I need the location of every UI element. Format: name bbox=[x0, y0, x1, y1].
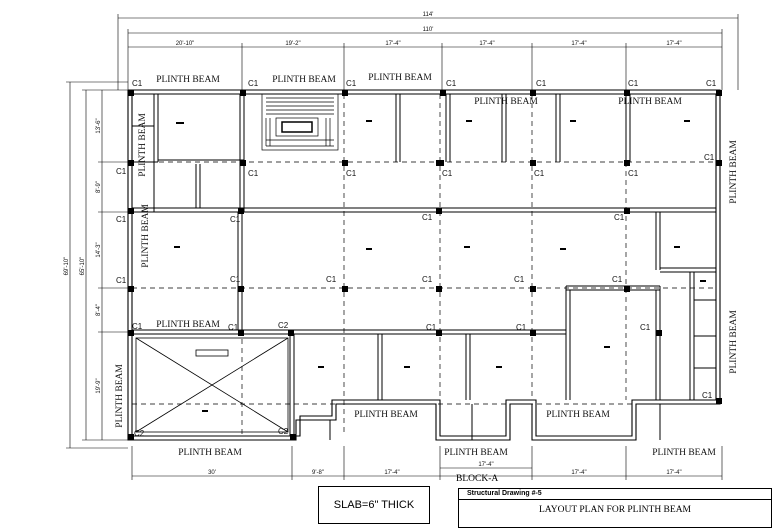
column-label: C1 bbox=[612, 275, 623, 284]
dim-left-bay-3: 14'-3" bbox=[96, 242, 102, 257]
dim-top-bay-5: 17'-4" bbox=[571, 41, 586, 47]
column-label: C1 bbox=[702, 391, 713, 400]
column-label: C1 bbox=[446, 79, 457, 88]
dim-inner-left: 65'-10" bbox=[80, 257, 86, 276]
dim-bottom-3: 17'-4" bbox=[384, 470, 399, 476]
column-label: C1 bbox=[326, 275, 337, 284]
slab-note-box: SLAB=6" THICK bbox=[318, 486, 430, 524]
plinth-beams bbox=[132, 94, 716, 440]
beam-label: PLINTH BEAM bbox=[652, 448, 716, 458]
dim-left-bay-5: 19'-9" bbox=[96, 378, 102, 393]
dim-top-bay-1: 20'-10" bbox=[176, 41, 195, 47]
beam-label: PLINTH BEAM bbox=[178, 448, 242, 458]
title-main: LAYOUT PLAN FOR PLINTH BEAM bbox=[538, 505, 691, 515]
beam-label: PLINTH BEAM bbox=[138, 113, 148, 177]
slab-marks bbox=[174, 120, 706, 412]
title-divider bbox=[459, 499, 771, 500]
beam-label: PLINTH BEAM bbox=[729, 310, 739, 374]
column-label: C1 bbox=[230, 275, 241, 284]
column-label: C1 bbox=[346, 169, 357, 178]
column-label: C1 bbox=[132, 322, 143, 331]
column-label: C1 bbox=[514, 275, 525, 284]
slab-note: SLAB=6" THICK bbox=[333, 499, 415, 511]
column-label: C2 bbox=[278, 321, 289, 330]
block-label-wrap: BLOCK-A bbox=[456, 474, 498, 484]
column-label: C1 bbox=[422, 275, 433, 284]
column-label: C1 bbox=[116, 167, 127, 176]
column-label: C1 bbox=[116, 215, 127, 224]
dim-overall-top: 114' bbox=[423, 12, 434, 18]
title-subtitle: Structural Drawing #-5 bbox=[467, 490, 542, 497]
beam-label: PLINTH BEAM bbox=[444, 448, 508, 458]
column-label: C1 bbox=[628, 79, 639, 88]
column-label: C1 bbox=[248, 79, 259, 88]
column-label: C2 bbox=[278, 427, 289, 436]
column-label: C1 bbox=[614, 213, 625, 222]
column-label: C1 bbox=[230, 215, 241, 224]
dim-left-bay-4: 8'-4" bbox=[96, 304, 102, 316]
left-dimension-lines bbox=[66, 81, 128, 449]
column-label: C1 bbox=[706, 79, 717, 88]
dim-top-bay-4: 17'-4" bbox=[479, 41, 494, 47]
beam-label: PLINTH BEAM bbox=[141, 204, 151, 268]
block-label: BLOCK-A bbox=[456, 474, 499, 484]
column-label: C1 bbox=[132, 79, 143, 88]
column-label: C1 bbox=[536, 79, 547, 88]
column-label: C1 bbox=[426, 323, 437, 332]
column-label: C1 bbox=[228, 323, 239, 332]
dim-bottom-6: 17'-4" bbox=[666, 470, 681, 476]
staircase bbox=[261, 93, 339, 151]
beam-label: PLINTH BEAM bbox=[354, 410, 418, 420]
column-labels: C1 C1 C1 C1 C1 C1 C1 C1 C1 C1 C1 C1 C1 C… bbox=[116, 79, 717, 438]
dim-inner-top: 110' bbox=[423, 27, 434, 33]
column-label: C1 bbox=[534, 169, 545, 178]
column-label: C1 bbox=[640, 323, 651, 332]
beam-labels: PLINTH BEAM PLINTH BEAM PLINTH BEAM PLIN… bbox=[115, 73, 739, 458]
dim-top-bay-3: 17'-4" bbox=[385, 41, 400, 47]
column-label: C1 bbox=[516, 323, 527, 332]
beam-label: PLINTH BEAM bbox=[368, 73, 432, 83]
top-dimension-lines bbox=[117, 14, 739, 90]
dim-bottom-4: 17'-4" bbox=[478, 462, 493, 468]
bottom-dimension-lines bbox=[131, 446, 723, 480]
dim-top-bay-2: 19'-2" bbox=[285, 41, 300, 47]
dim-bottom-5: 17'-4" bbox=[571, 470, 586, 476]
beam-label: PLINTH BEAM bbox=[618, 97, 682, 107]
dim-overall-left: 69'-10" bbox=[64, 257, 70, 276]
dim-left-bay-2: 8'-9" bbox=[96, 181, 102, 193]
grid-dashed-lines bbox=[132, 94, 716, 436]
title-block: Structural Drawing #-5 LAYOUT PLAN FOR P… bbox=[458, 488, 772, 528]
dim-top-bay-6: 17'-4" bbox=[666, 41, 681, 47]
beam-label: PLINTH BEAM bbox=[115, 364, 125, 428]
column-label: C1 bbox=[422, 213, 433, 222]
beam-label: PLINTH BEAM bbox=[546, 410, 610, 420]
cross-marked-area bbox=[135, 337, 289, 433]
column-label: C1 bbox=[704, 153, 715, 162]
dim-bottom-1: 30' bbox=[208, 470, 216, 476]
beam-label: PLINTH BEAM bbox=[156, 320, 220, 330]
beam-label: PLINTH BEAM bbox=[474, 97, 538, 107]
column-label: C1 bbox=[248, 169, 259, 178]
beam-label: PLINTH BEAM bbox=[729, 140, 739, 204]
beam-label: PLINTH BEAM bbox=[272, 75, 336, 85]
column-label: C1 bbox=[442, 169, 453, 178]
column-label: C1 bbox=[628, 169, 639, 178]
dim-bottom-2: 9'-8" bbox=[312, 470, 324, 476]
column-label: C1 bbox=[116, 276, 127, 285]
column-label: C2 bbox=[134, 429, 145, 438]
beam-label: PLINTH BEAM bbox=[156, 75, 220, 85]
column-markers bbox=[128, 90, 722, 440]
dim-left-bay-1: 13'-6" bbox=[96, 118, 102, 133]
column-label: C1 bbox=[346, 79, 357, 88]
